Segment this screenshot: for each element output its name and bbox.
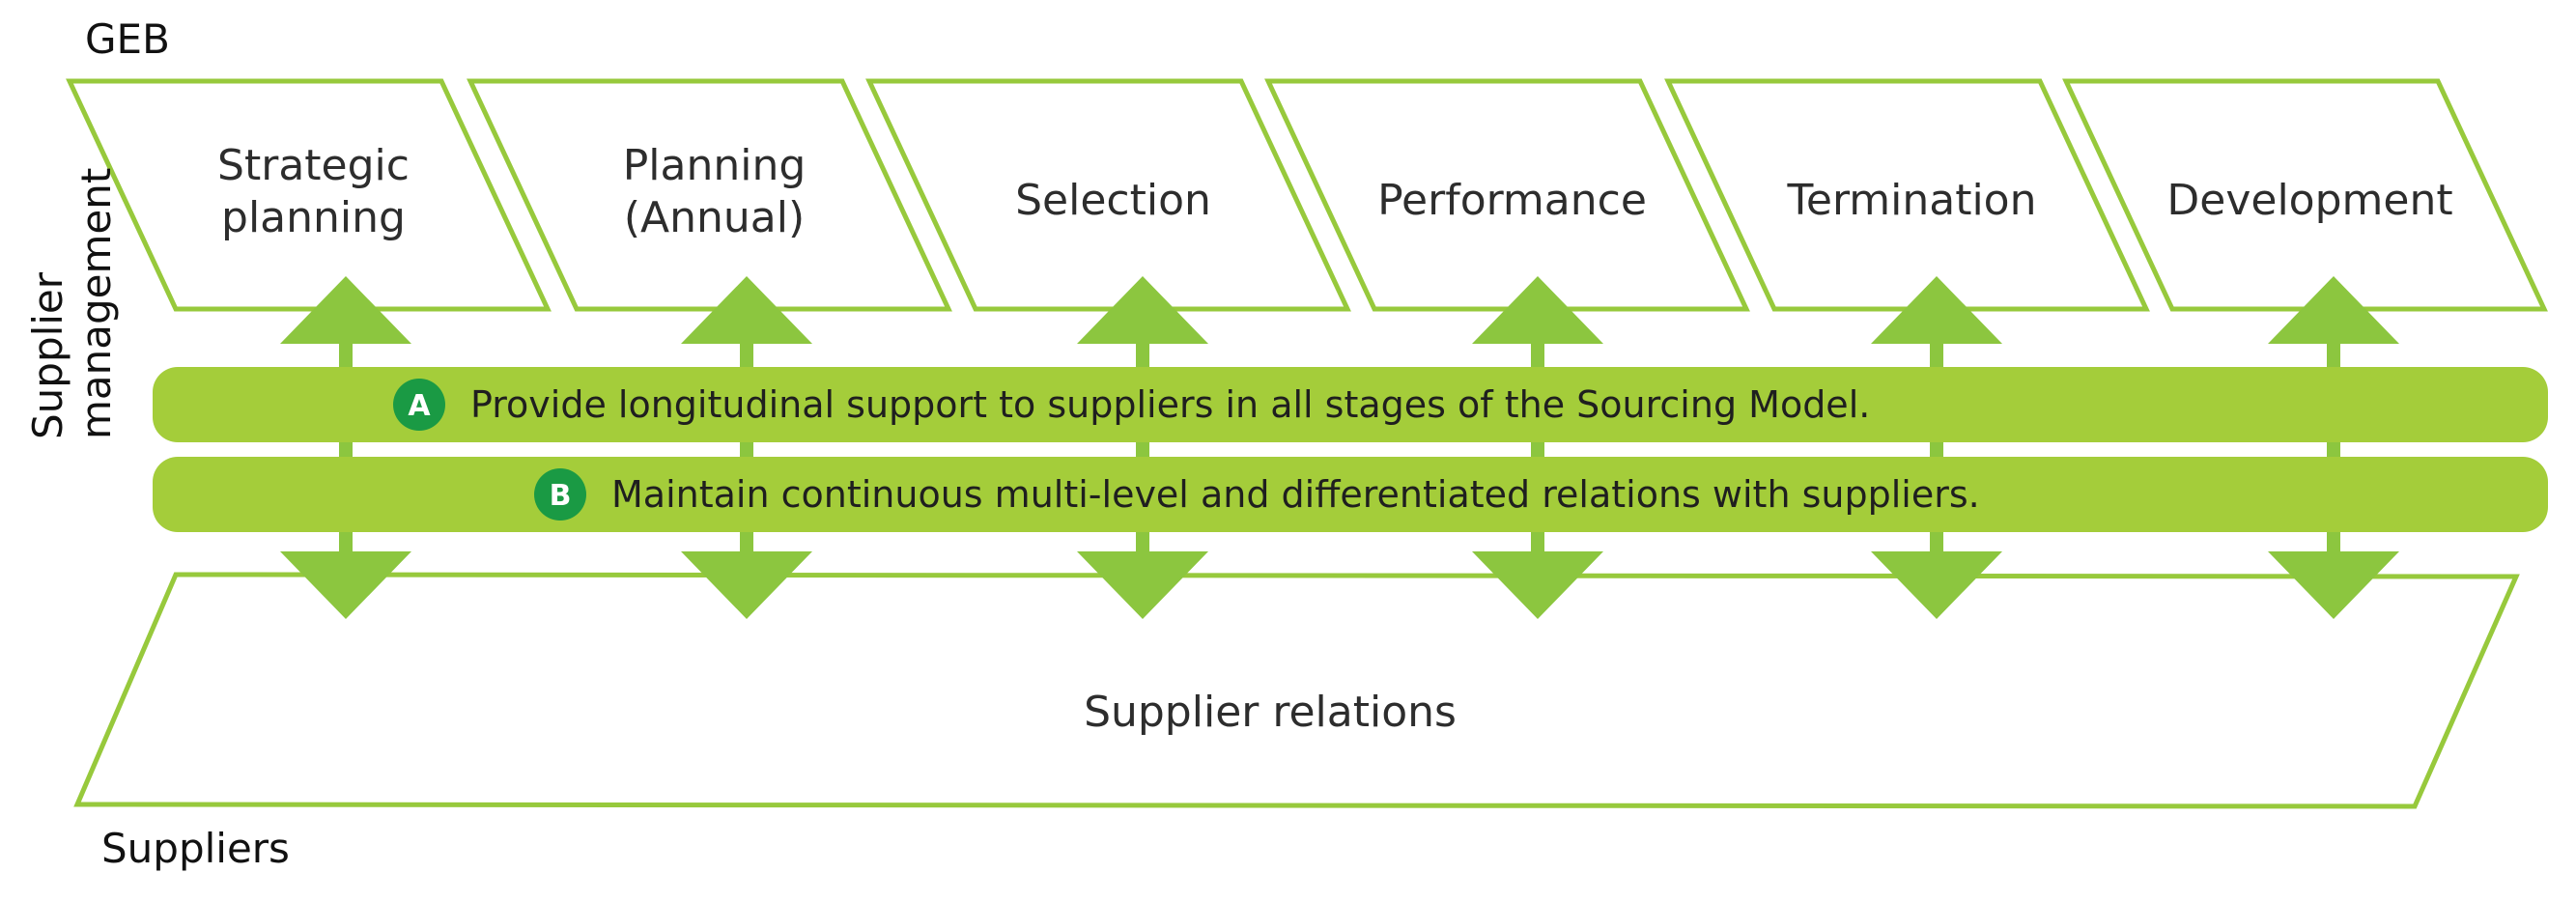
up-arrow-icon [1077, 276, 1208, 344]
stage-label-line: Performance [1377, 176, 1647, 225]
band-badge-letter: A [408, 389, 431, 423]
side-label-line-2: management [72, 168, 120, 439]
badge-circle [534, 468, 586, 521]
stage-label-line: (Annual) [624, 193, 805, 242]
down-arrow-icon [2268, 551, 2399, 619]
stage-arrows [280, 276, 2399, 619]
down-arrow-icon [1077, 551, 1208, 619]
stage-label-line: Strategic [217, 141, 410, 190]
stage-label-line: Planning [623, 141, 807, 190]
badge-circle [393, 379, 445, 431]
side-label-line-1: Supplier [24, 271, 71, 439]
supplier-relations-label: Supplier relations [1084, 688, 1457, 737]
stage-label: Termination [1786, 176, 2036, 225]
stage-label-line: Development [2166, 176, 2452, 225]
suppliers-label: Suppliers [101, 825, 290, 872]
stage-box [1264, 78, 1750, 312]
objective-band [153, 457, 2548, 532]
band-badge-letter: B [550, 479, 572, 513]
stage-label: Performance [1377, 176, 1647, 225]
stage-box [66, 78, 552, 312]
stage-label-line: Selection [1015, 176, 1211, 225]
down-arrow-icon [1871, 551, 2002, 619]
up-arrow-icon [1472, 276, 1603, 344]
up-arrow-icon [681, 276, 812, 344]
stage-label: Planning(Annual) [623, 141, 807, 242]
geb-label: GEB [85, 15, 170, 63]
stage-box [467, 78, 952, 312]
down-arrow-icon [681, 551, 812, 619]
stage-label-line: planning [221, 193, 406, 242]
objective-bands: A Provide longitudinal support to supplie… [153, 367, 2548, 532]
up-arrow-icon [1871, 276, 2002, 344]
objective-band [153, 367, 2548, 442]
band-text: Maintain continuous multi-level and diff… [611, 473, 1980, 516]
stage-label: Selection [1015, 176, 1211, 225]
stage-box [1664, 78, 2150, 312]
stage-label: Development [2166, 176, 2452, 225]
up-arrow-icon [280, 276, 411, 344]
down-arrow-icon [280, 551, 411, 619]
band-text: Provide longitudinal support to supplier… [470, 383, 1870, 426]
supplier-relations-box [73, 572, 2520, 809]
stage-box [2062, 78, 2548, 312]
down-arrow-icon [1472, 551, 1603, 619]
supplier-management-label: Supplier management [24, 168, 120, 439]
up-arrow-icon [2268, 276, 2399, 344]
stage-box [865, 78, 1351, 312]
stage-label-line: Termination [1786, 176, 2036, 225]
